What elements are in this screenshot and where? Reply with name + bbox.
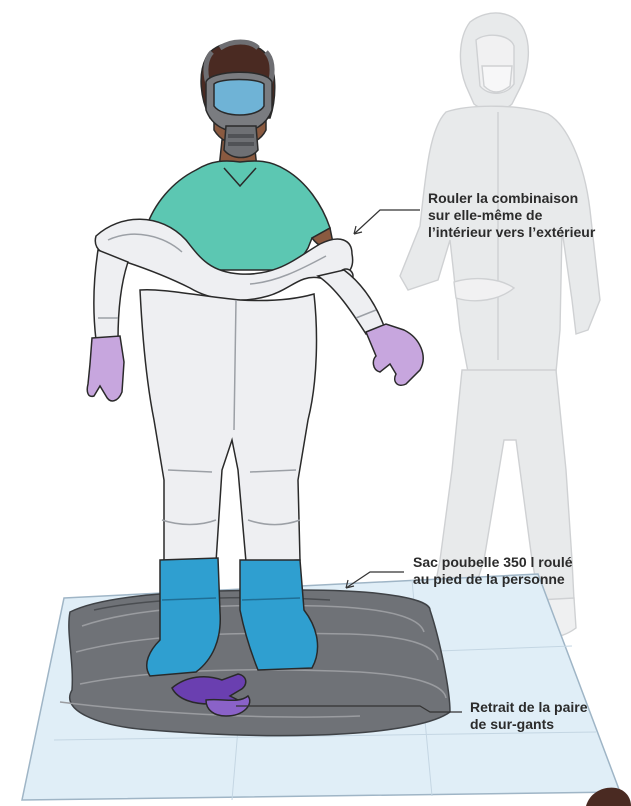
assistant-figure xyxy=(392,13,600,638)
annotation-outer-gloves: Retrait de la paire de sur-gants xyxy=(470,699,588,733)
annotation-trash-bag: Sac poubelle 350 l roulé au pied de la p… xyxy=(413,554,573,588)
arrow-suit-roll xyxy=(354,210,420,234)
annotation-line: l’intérieur vers l’extérieur xyxy=(428,224,595,241)
annotation-roll-suit: Rouler la combinaison sur elle-même de l… xyxy=(428,190,595,241)
annotation-line: Rouler la combinaison xyxy=(428,190,595,207)
annotation-line: Sac poubelle 350 l roulé xyxy=(413,554,573,571)
annotation-line: de sur-gants xyxy=(470,716,588,733)
annotation-line: sur elle-même de xyxy=(428,207,595,224)
annotation-line: Retrait de la paire xyxy=(470,699,588,716)
annotation-line: au pied de la personne xyxy=(413,571,573,588)
